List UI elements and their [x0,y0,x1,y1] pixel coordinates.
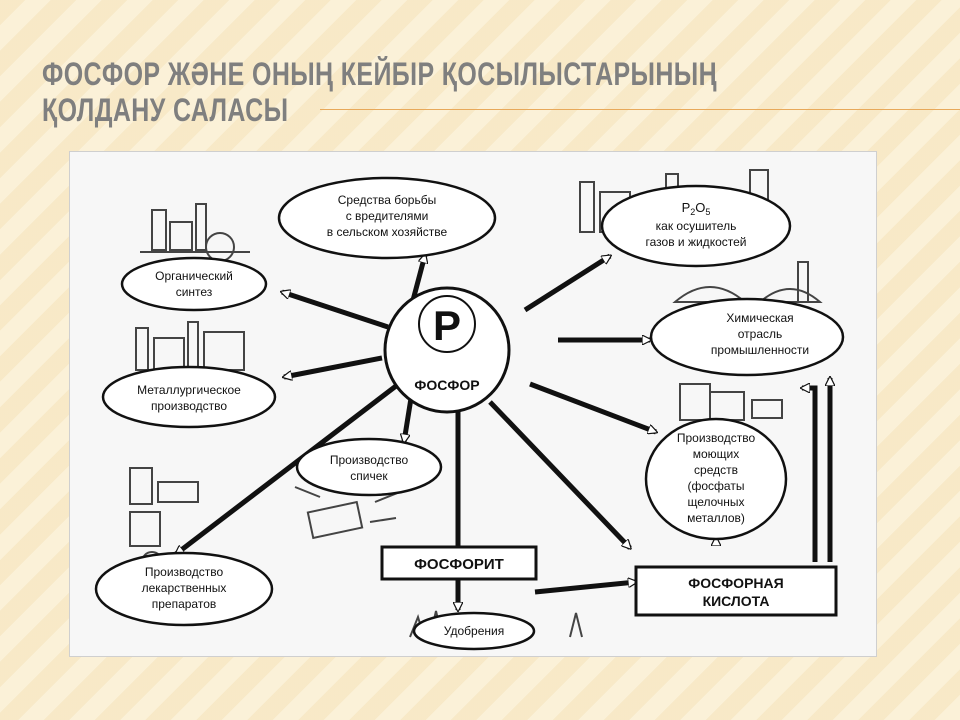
med-line2: лекарственных [142,581,227,595]
node-p2o5: P2O5 как осушитель газов и жидкостей [600,184,792,268]
fertilizer-label: Удобрения [444,624,504,638]
phosphorite-label: ФОСФОРИТ [414,556,504,573]
node-organic-synthesis: Органический синтез [120,256,268,312]
deterg-line3: средств [694,463,738,477]
phosphorus-diagram: P ФОСФОР Средства борьбы с вредителями в… [69,151,877,657]
matchbox-sketch [294,486,401,540]
pests-line1: Средства борьбы [338,193,436,207]
slide-title-line1: ФОСФОР ЖӘНЕ ОНЫҢ КЕЙБІР ҚОСЫЛЫСТАРЫНЫҢ [42,56,718,92]
deterg-line5: щелочных [687,495,744,509]
node-pest-control: Средства борьбы с вредителями в сельском… [277,176,497,260]
phosphorus-label: ФОСФОР [414,377,479,393]
p2o5-p: P [682,200,691,215]
med-line1: Производство [145,565,224,579]
pests-line3: в сельском хозяйстве [327,225,448,239]
metal-line1: Металлургическое [137,383,241,397]
node-medicines: Производство лекарственных препаратов [94,551,274,627]
organic-line2: синтез [176,285,213,299]
chem-line3: промышленности [711,343,809,357]
node-phosphoric-acid: ФОСФОРНАЯ КИСЛОТА [634,565,838,617]
acid-line1: ФОСФОРНАЯ [688,575,783,591]
slide-title: ФОСФОР ЖӘНЕ ОНЫҢ КЕЙБІР ҚОСЫЛЫСТАРЫНЫҢ Қ… [42,56,728,128]
matches-line2: спичек [350,469,388,483]
diagram-svg: P ФОСФОР Средства борьбы с вредителями в… [94,169,845,651]
node-metallurgy: Металлургическое производство [101,365,277,429]
deterg-line4: (фосфаты [688,479,745,493]
node-detergents: Производство моющих средств (фосфаты щел… [644,417,788,541]
acid-line2: КИСЛОТА [703,593,770,609]
title-divider [320,109,960,110]
p2o5-sub2: 2 [690,207,695,217]
organic-line1: Органический [155,269,233,283]
deterg-line1: Производство [677,431,756,445]
metal-line2: производство [151,399,227,413]
node-chemical-industry: Химическая отрасль промышленности [649,297,845,377]
center-phosphorus: P ФОСФОР [383,286,511,414]
factory-sketch-left [129,203,250,505]
chem-line2: отрасль [738,327,783,341]
p2o5-sub5: 5 [705,207,710,217]
matches-line1: Производство [330,453,409,467]
node-fertilizer: Удобрения [412,611,536,651]
p2o5-formula: P2O5 [682,200,711,217]
deterg-line2: моющих [693,447,740,461]
p2o5-line1: как осушитель [656,219,737,233]
p2o5-line2: газов и жидкостей [646,235,747,249]
p2o5-o: O [695,200,705,215]
slide-title-line2: ҚОЛДАНУ САЛАСЫ [42,92,289,128]
pests-line2: с вредителями [346,209,429,223]
med-line3: препаратов [152,597,217,611]
node-matches: Производство спичек [295,437,443,497]
node-phosphorite: ФОСФОРИТ [380,545,538,581]
chem-line1: Химическая [726,311,793,325]
deterg-line6: металлов) [687,511,745,525]
phosphorus-symbol: P [433,302,461,349]
diagram-arrows [176,255,830,610]
